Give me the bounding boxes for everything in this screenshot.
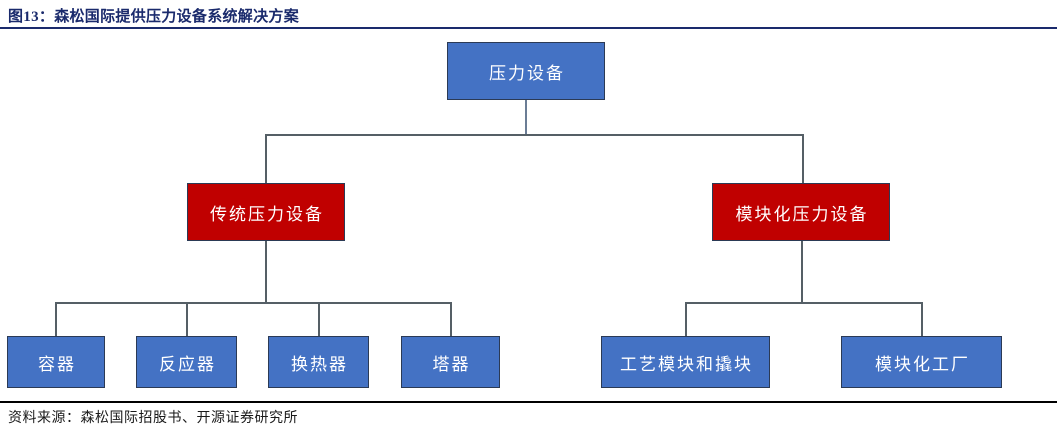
node-process-module-and-skid[interactable]: 工艺模块和撬块 bbox=[601, 336, 770, 388]
node-reactor[interactable]: 反应器 bbox=[136, 336, 237, 388]
node-heat-exchanger[interactable]: 换热器 bbox=[268, 336, 369, 388]
connector-traditional-stem bbox=[265, 241, 267, 302]
node-modular-pressure-equipment[interactable]: 模块化压力设备 bbox=[712, 183, 890, 241]
connector-to-plant bbox=[921, 302, 923, 336]
node-traditional-pressure-equipment[interactable]: 传统压力设备 bbox=[187, 183, 345, 241]
footer-divider bbox=[0, 401, 1057, 403]
connector-to-tower bbox=[450, 302, 452, 336]
connector-to-traditional bbox=[265, 134, 267, 183]
connector-level1-bus bbox=[265, 134, 803, 136]
connector-to-vessel bbox=[55, 302, 57, 336]
connector-to-exchanger bbox=[318, 302, 320, 336]
node-modular-plant[interactable]: 模块化工厂 bbox=[841, 336, 1002, 388]
connector-to-modular bbox=[802, 134, 804, 183]
connector-modular-stem bbox=[801, 241, 803, 302]
org-chart: 压力设备 传统压力设备 模块化压力设备 容器 反应器 换热器 塔器 工艺模块和撬… bbox=[0, 30, 1057, 400]
connector-to-skid bbox=[685, 302, 687, 336]
source-note: 资料来源：森松国际招股书、开源证券研究所 bbox=[8, 411, 298, 426]
connector-to-reactor bbox=[186, 302, 188, 336]
connector-left-children-bus bbox=[55, 302, 451, 304]
connector-root-stem bbox=[525, 100, 527, 134]
title-divider bbox=[0, 27, 1057, 29]
node-tower[interactable]: 塔器 bbox=[401, 336, 500, 388]
node-vessel[interactable]: 容器 bbox=[7, 336, 105, 388]
page-title: 图13：森松国际提供压力设备系统解决方案 bbox=[8, 9, 300, 25]
node-root-pressure-equipment[interactable]: 压力设备 bbox=[447, 42, 605, 100]
connector-right-children-bus bbox=[685, 302, 922, 304]
